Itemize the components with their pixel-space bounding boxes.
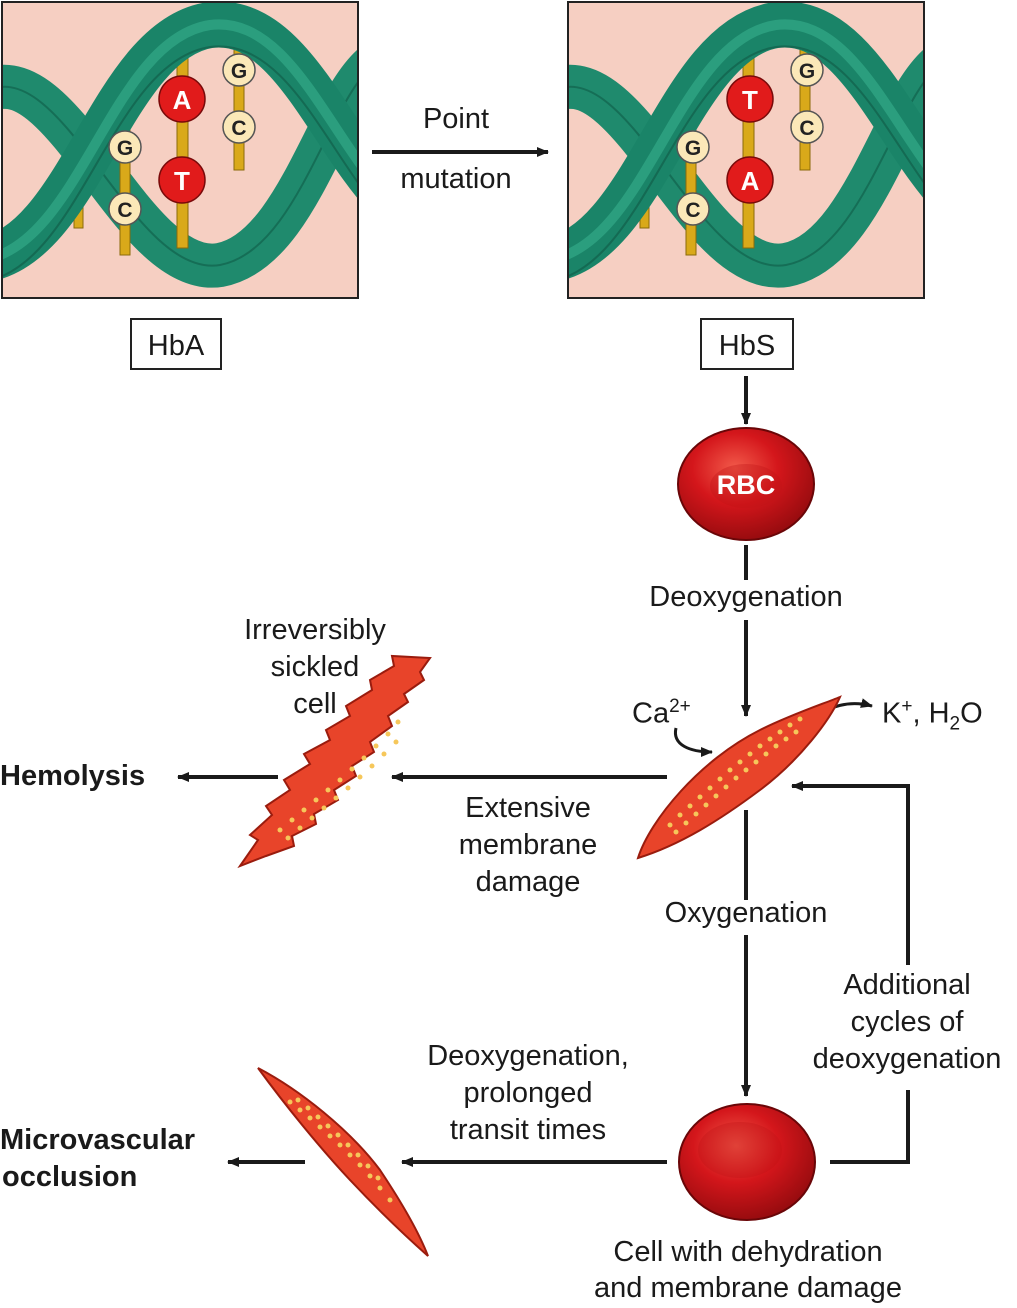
extensive-label-line1: Extensive <box>465 792 591 824</box>
base-letter: A <box>173 85 192 115</box>
mutation-label-line1: Point <box>422 103 490 135</box>
water-h: , H <box>912 697 950 730</box>
prolonged-label-line2: prolonged <box>463 1077 593 1109</box>
base-letter: G <box>117 137 133 160</box>
base-letter: G <box>231 60 247 83</box>
irreversible-label-line3: cell <box>293 688 337 720</box>
extensive-label-line2: membrane <box>458 829 598 861</box>
hba-bases: G C A T G C <box>108 53 256 226</box>
hba-dna-panel <box>0 0 390 300</box>
occluding-sickled-cell <box>257 1067 429 1257</box>
deoxygenation-label: Deoxygenation <box>649 581 843 613</box>
calcium-in-arrow <box>674 727 713 757</box>
base-letter: A <box>741 166 760 196</box>
irreversible-label-line2: sickled <box>270 651 360 683</box>
dehydrated-label-line2: and membrane damage <box>594 1272 902 1304</box>
additional-label-line1: Additional <box>843 969 971 1001</box>
hbs-bases: G C T A G C <box>676 53 824 226</box>
extensive-label-line3: damage <box>475 866 581 898</box>
hba-label: HbA <box>130 318 222 370</box>
potassium-water-label: K+, H2O <box>882 688 1012 742</box>
dehydrated-label-line1: Cell with dehydration <box>613 1236 883 1268</box>
potassium-charge: + <box>901 696 913 717</box>
base-letter: T <box>174 166 190 196</box>
irreversible-label-line1: Irreversibly <box>244 614 386 646</box>
microvascular-label-line1: Microvascular <box>0 1124 196 1156</box>
microvascular-label-line2: occlusion <box>2 1161 138 1193</box>
base-letter: C <box>799 117 814 140</box>
sickled-cell <box>636 695 842 860</box>
cycles-arrow <box>791 781 910 965</box>
base-letter: T <box>742 85 758 115</box>
oxygenation-label: Oxygenation <box>664 897 828 929</box>
calcium-charge: 2+ <box>669 696 691 717</box>
flow-arrows <box>177 147 910 1167</box>
hbs-label: HbS <box>700 318 794 370</box>
base-letter: C <box>231 117 246 140</box>
calcium-label: Ca2+ <box>632 688 712 733</box>
water-subscript: 2 <box>949 713 961 735</box>
hemolysis-label: Hemolysis <box>0 760 146 792</box>
base-letter: G <box>685 137 701 160</box>
base-letter: C <box>685 199 700 222</box>
rbc-cell: RBC <box>677 427 815 541</box>
calcium-ion: Ca <box>632 697 670 730</box>
mutation-label-line2: mutation <box>400 163 512 195</box>
prolonged-label-line1: Deoxygenation, <box>427 1040 629 1072</box>
water-o: O <box>960 697 983 730</box>
base-letter: RBC <box>717 470 776 500</box>
irreversibly-sickled-cell <box>237 654 432 869</box>
prolonged-label-line3: transit times <box>449 1114 607 1146</box>
dehydrated-cell <box>678 1103 816 1221</box>
additional-label-line2: cycles of <box>850 1006 964 1038</box>
additional-label-line3: deoxygenation <box>812 1043 1002 1075</box>
base-letter: G <box>799 60 815 83</box>
hbs-dna-panel <box>546 0 956 300</box>
base-letter: C <box>117 199 132 222</box>
potassium-ion: K <box>882 697 902 730</box>
